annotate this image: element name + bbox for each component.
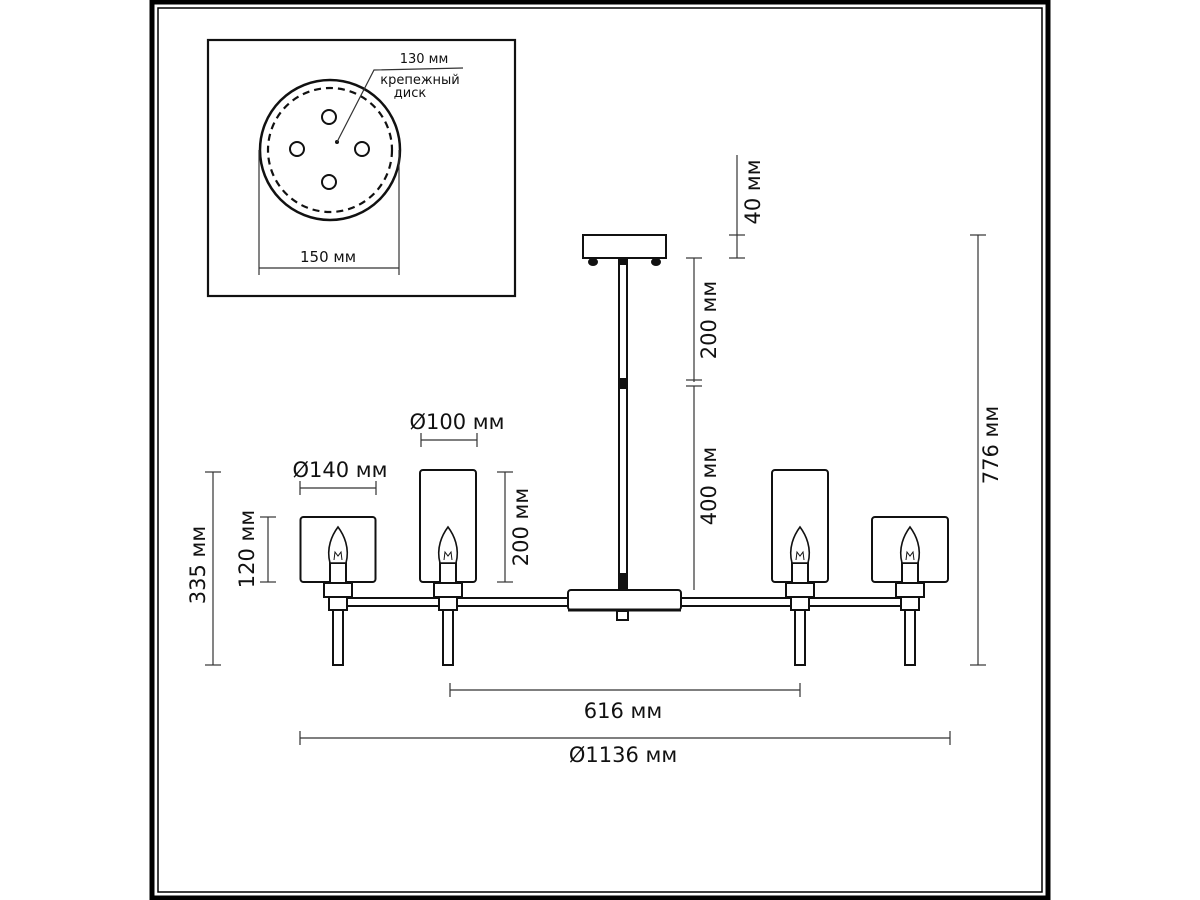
lamp-head [771,469,829,666]
bulb-icon [327,525,349,564]
rod-lower-label: 400 мм [697,447,721,525]
screw-hole [321,174,337,190]
bulb-icon [789,525,811,564]
chandelier [334,234,912,621]
lamp-stem [904,609,916,666]
small-shade-diameter-label: Ø140 мм [293,458,388,482]
canopy-height-label: 40 мм [741,159,765,224]
screw-hole [321,109,337,125]
canopy-outline [258,78,402,222]
canopy-inset: 130 мм крепежный диск 150 мм [206,38,517,298]
bulb-icon [899,525,921,564]
tall-shade-height-label: 200 мм [509,488,533,566]
lamp-height-label: 335 мм [186,526,210,604]
inner-frame [157,7,1043,893]
ceiling-canopy [582,234,667,259]
leader-line [336,67,464,143]
screw-hole [354,141,370,157]
small-shade-height-label: 120 мм [235,510,259,588]
lamp-stem [332,609,344,666]
total-height-label: 776 мм [979,406,1003,484]
bulb-icon [437,525,459,564]
suspension-rod [618,257,628,591]
canopy-diameter-label: 150 мм [300,248,356,266]
disk-caption: крепежный [380,73,460,88]
candle-socket [901,562,919,584]
inner-span-label: 616 мм [584,699,662,723]
lamp-head [419,469,477,666]
mounting-disk-outline [266,86,394,214]
lamp-stem [442,609,454,666]
lamp-head [871,516,949,666]
disk-size-label: 130 мм [400,52,449,67]
rod-upper-label: 200 мм [697,281,721,359]
disk-caption: диск [394,86,427,101]
dimension-lines: 40 мм 200 мм 400 мм 776 мм 335 мм 120 мм… [186,155,1003,767]
tall-shade-diameter-label: Ø100 мм [410,410,505,434]
lamp-head [299,516,377,666]
candle-socket [329,562,347,584]
total-diameter-label: Ø1136 мм [569,743,677,767]
candle-socket [439,562,457,584]
outer-frame [149,0,1051,900]
candle-socket [791,562,809,584]
central-hub [567,589,682,611]
screw-hole [289,141,305,157]
lamp-stem [794,609,806,666]
